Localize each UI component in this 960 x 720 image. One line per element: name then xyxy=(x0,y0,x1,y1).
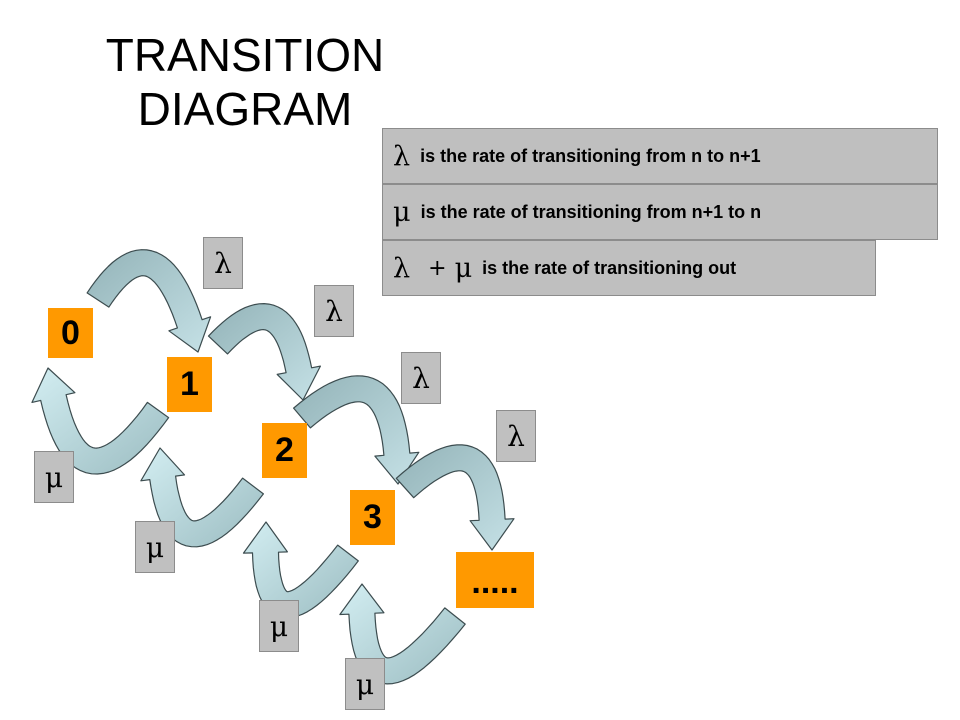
mu-rate-next-3: μ xyxy=(345,658,385,710)
plus-operator: + xyxy=(428,255,447,281)
legend-mu: μ is the rate of transitioning from n+1 … xyxy=(382,184,938,240)
arrow-1-to-2 xyxy=(207,303,321,401)
legend-lambda: λ is the rate of transitioning from n to… xyxy=(382,128,938,184)
state-3: 3 xyxy=(350,490,395,545)
arrow-1-to-0 xyxy=(31,367,170,475)
legend-out-text: is the rate of transitioning out xyxy=(482,257,737,278)
arrow-0-to-1 xyxy=(86,249,212,353)
mu-rate-3-2: μ xyxy=(259,600,299,652)
state-0: 0 xyxy=(48,308,93,358)
state-ellipsis: ..... xyxy=(456,552,534,608)
legend-lambda-plus-mu: λ + μ is the rate of transitioning out xyxy=(382,240,876,296)
mu-rate-1-0: μ xyxy=(34,451,74,503)
arrow-3-to-2 xyxy=(242,521,359,619)
lambda-symbol: λ xyxy=(393,140,411,172)
mu-rate-2-1: μ xyxy=(135,521,175,573)
state-2: 2 xyxy=(262,423,307,478)
lambda-rate-1-2: λ xyxy=(314,285,354,337)
arrow-3-to-next xyxy=(395,444,515,551)
legend-lambda-text: is the rate of transitioning from n to n… xyxy=(420,145,761,166)
lambda-rate-0-1: λ xyxy=(203,237,243,289)
lambda-rate-2-3: λ xyxy=(401,352,441,404)
title-line-1: TRANSITION xyxy=(105,29,385,81)
mu-symbol: μ xyxy=(454,252,473,284)
legend-mu-text: is the rate of transitioning from n+1 to… xyxy=(420,201,762,222)
lambda-symbol: λ xyxy=(393,252,411,284)
diagram-title: TRANSITION DIAGRAM xyxy=(60,28,430,136)
state-1: 1 xyxy=(167,357,212,412)
lambda-rate-3-next: λ xyxy=(496,410,536,462)
title-line-2: DIAGRAM xyxy=(137,83,353,135)
mu-symbol: μ xyxy=(393,196,411,228)
